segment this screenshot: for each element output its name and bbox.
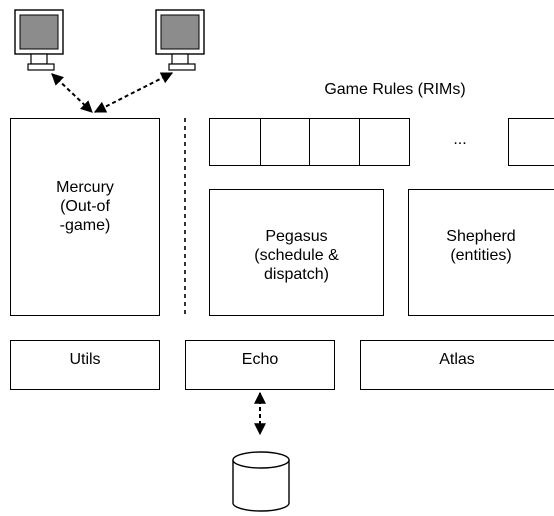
database-cylinder-icon: [232, 451, 290, 512]
shepherd-label: Shepherd (entities): [446, 228, 516, 264]
echo-box: [185, 340, 335, 390]
rim-box: [309, 118, 360, 166]
rim-box: [508, 118, 554, 166]
pegasus-label: Pegasus (schedule & dispatch): [254, 228, 339, 283]
monitor-to-mercury-arrow: [51, 73, 93, 113]
mercury-box: [10, 118, 160, 316]
rim-ellipsis: ...: [453, 131, 467, 148]
atlas-box: [360, 340, 554, 390]
rim-box: [260, 118, 310, 166]
echo-label: Echo: [241, 351, 279, 368]
rim-box: [209, 118, 261, 166]
monitor-to-mercury-arrow: [93, 72, 174, 113]
atlas-label: Atlas: [439, 351, 475, 368]
monitor-icon: [155, 9, 205, 71]
utils-label: Utils: [69, 351, 101, 368]
game-rules-title: Game Rules (RIMs): [324, 81, 466, 98]
monitor-icon: [14, 9, 64, 71]
shepherd-box: [408, 189, 554, 316]
utils-box: [10, 340, 160, 390]
mercury-label: Mercury (Out-of -game): [56, 179, 114, 234]
rim-box: [359, 118, 410, 166]
pegasus-box: [209, 189, 384, 316]
